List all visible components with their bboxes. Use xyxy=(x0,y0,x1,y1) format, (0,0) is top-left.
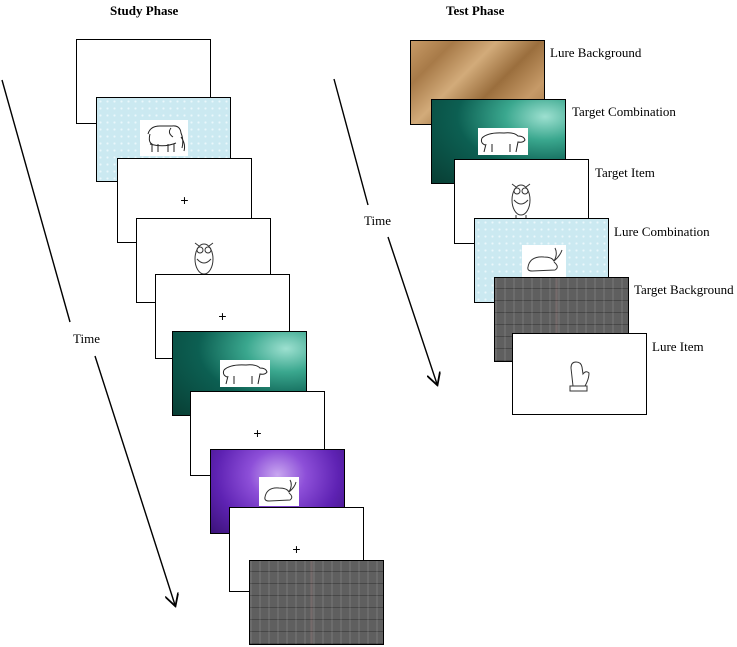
elephant-icon xyxy=(147,125,186,152)
study-frame-gray-background xyxy=(249,560,384,645)
test-time-arrow-upper xyxy=(333,78,369,206)
fixation-cross: + xyxy=(292,540,301,557)
test-frame-lure-item xyxy=(512,333,647,415)
mitten-icon xyxy=(569,361,590,392)
rabbit-icon xyxy=(264,479,297,502)
study-phase-title: Study Phase xyxy=(110,3,179,18)
study-time-arrow-upper xyxy=(1,79,71,323)
label-target-background: Target Background xyxy=(634,282,734,297)
fixation-cross: + xyxy=(253,424,262,441)
rabbit-icon xyxy=(527,247,563,272)
label-target-item: Target Item xyxy=(595,165,655,180)
owl-icon xyxy=(511,183,531,219)
fixation-cross: + xyxy=(218,307,227,324)
label-lure-item: Lure Item xyxy=(652,339,704,354)
bear-icon xyxy=(480,132,526,153)
study-time-label: Time xyxy=(73,331,100,346)
label-lure-background: Lure Background xyxy=(550,45,642,60)
fixation-cross: + xyxy=(180,191,189,208)
study-time-arrow-lower xyxy=(94,355,175,605)
label-lure-combination: Lure Combination xyxy=(614,224,710,239)
label-target-combination: Target Combination xyxy=(572,104,676,119)
test-time-label: Time xyxy=(364,213,391,228)
test-phase-title: Test Phase xyxy=(446,3,505,18)
bear-icon xyxy=(222,364,268,385)
test-time-arrow-lower xyxy=(387,236,437,384)
